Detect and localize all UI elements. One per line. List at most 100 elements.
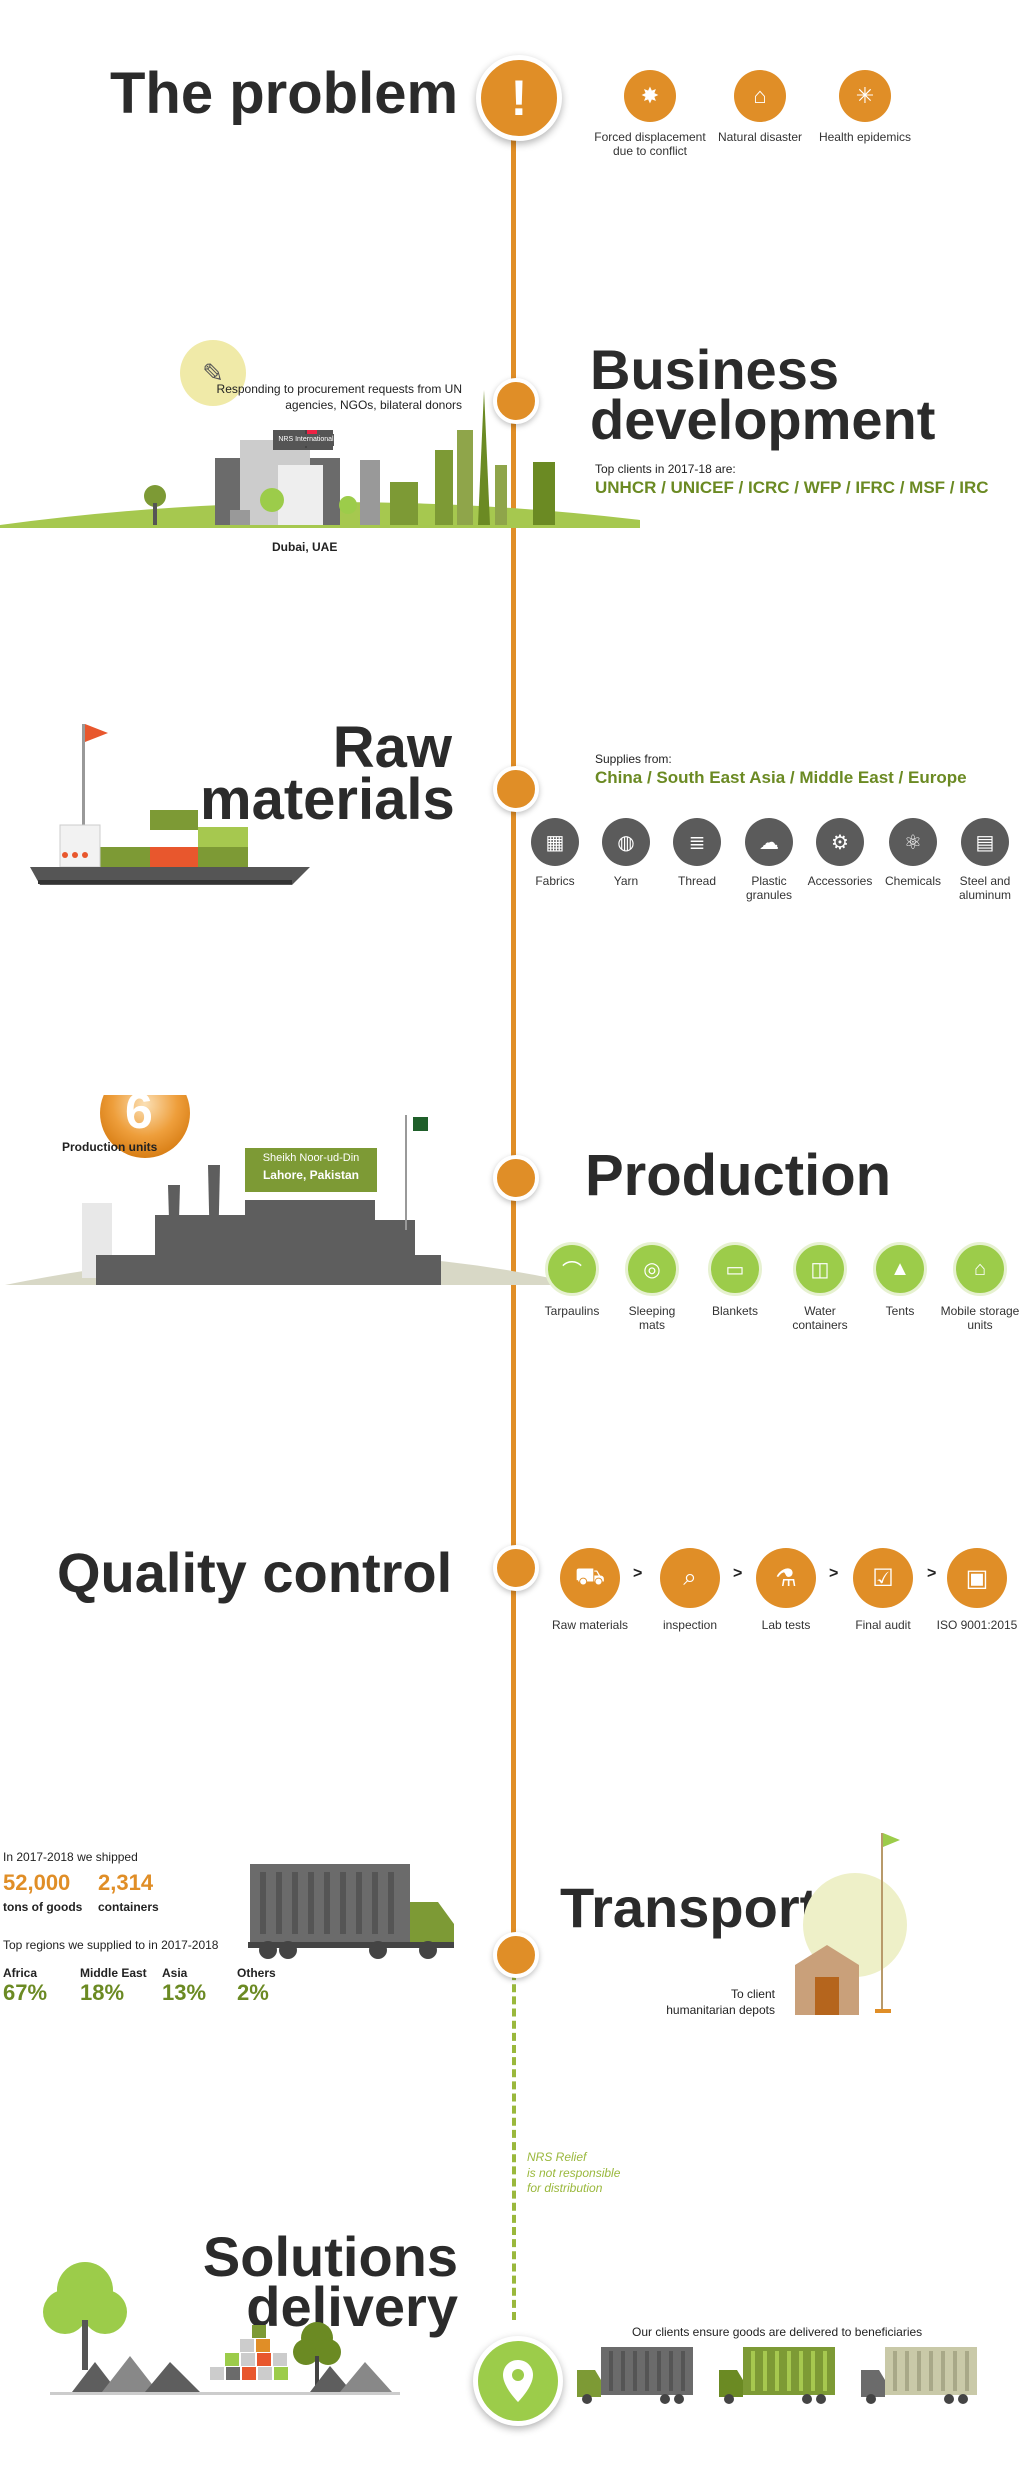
raw-item-yarn: ◍ Yarn bbox=[601, 818, 651, 888]
tent-icon: ▲ bbox=[873, 1242, 927, 1296]
timeline-node-business bbox=[493, 378, 539, 424]
quality-title: Quality control bbox=[57, 1541, 453, 1604]
region-name: Asia bbox=[162, 1966, 188, 1980]
raw-item-plastic: ☁ Plastic granules bbox=[737, 818, 801, 903]
transport-containers-value: 2,314 bbox=[98, 1870, 154, 1895]
production-item-water: ◫ Water containers bbox=[780, 1242, 860, 1333]
timeline-node-raw bbox=[493, 766, 539, 812]
chevron-right-icon: > bbox=[927, 1565, 937, 1582]
quality-step-label: inspection bbox=[662, 1618, 718, 1632]
problem-title: The problem bbox=[110, 61, 459, 126]
timeline-node-transport bbox=[493, 1932, 539, 1978]
problem-item-label: Forced displacement due to conflict bbox=[594, 130, 706, 159]
document-check-icon: ✎ bbox=[180, 340, 246, 406]
sleeping-mat-icon: ◎ bbox=[625, 1242, 679, 1296]
transport-depot-label: To client humanitarian depots bbox=[666, 1987, 775, 2017]
blanket-icon: ▭ bbox=[708, 1242, 762, 1296]
quality-step-lab: ⚗ Lab tests bbox=[741, 1548, 831, 1632]
raw-item-label: Plastic granules bbox=[745, 874, 793, 903]
quality-step-label: Lab tests bbox=[761, 1618, 811, 1632]
clipboard-icon: ☑ bbox=[853, 1548, 913, 1608]
yarn-icon: ◍ bbox=[602, 818, 650, 866]
production-item-tents: ▲ Tents bbox=[865, 1242, 935, 1318]
production-title: Production bbox=[585, 1143, 892, 1208]
business-title: Business development bbox=[590, 338, 936, 452]
location-pin-icon bbox=[473, 2336, 563, 2426]
quality-step-raw: ⛟ Raw materials bbox=[545, 1548, 635, 1632]
raw-item-steel: ▤ Steel and aluminum bbox=[950, 818, 1020, 903]
conflict-icon: ✸ bbox=[624, 70, 676, 122]
chevron-right-icon: > bbox=[733, 1565, 743, 1582]
granules-icon: ☁ bbox=[745, 818, 793, 866]
production-item-mats: ◎ Sleeping mats bbox=[617, 1242, 687, 1333]
delivery-trucks-illustration bbox=[577, 2347, 977, 2404]
raw-item-fabrics: ▦ Fabrics bbox=[530, 818, 580, 888]
timeline-line bbox=[511, 95, 516, 1952]
quality-step-inspection: ⌕ inspection bbox=[645, 1548, 735, 1632]
raw-item-chemicals: ⚛ Chemicals bbox=[878, 818, 948, 888]
gear-icon: ⚙ bbox=[816, 818, 864, 866]
thread-spool-icon: ≣ bbox=[673, 818, 721, 866]
camp-illustration bbox=[43, 2262, 400, 2395]
raw-supplies: China / South East Asia / Middle East / … bbox=[595, 768, 967, 787]
region-value: 2% bbox=[237, 1980, 269, 2005]
timeline-node-quality bbox=[493, 1545, 539, 1591]
storage-unit-icon: ⌂ bbox=[953, 1242, 1007, 1296]
transport-containers-label: containers bbox=[98, 1900, 159, 1914]
production-item-blankets: ▭ Blankets bbox=[700, 1242, 770, 1318]
region-name: Africa bbox=[3, 1966, 38, 1980]
raw-item-label: Steel and aluminum bbox=[958, 874, 1012, 903]
quality-step-iso: ▣ ISO 9001:2015 bbox=[930, 1548, 1024, 1632]
cargo-ship-illustration bbox=[30, 724, 310, 885]
house-flood-icon: ⌂ bbox=[734, 70, 786, 122]
business-clients-intro: Top clients in 2017-18 are: bbox=[595, 462, 736, 476]
raw-item-label: Fabrics bbox=[535, 874, 575, 888]
transport-tons-label: tons of goods bbox=[3, 1900, 83, 1914]
water-container-icon: ◫ bbox=[793, 1242, 847, 1296]
region-name: Others bbox=[237, 1966, 276, 1980]
tarpaulin-icon: ⌒ bbox=[545, 1242, 599, 1296]
problem-item-label: Health epidemics bbox=[818, 130, 912, 144]
business-note: Responding to procurement requests from … bbox=[216, 382, 462, 412]
raw-item-label: Accessories bbox=[807, 874, 873, 888]
problem-item-label: Natural disaster bbox=[717, 130, 803, 144]
raw-title: Raw materials bbox=[200, 715, 455, 833]
raw-supplies-intro: Supplies from: bbox=[595, 752, 672, 766]
quality-step-label: Final audit bbox=[855, 1618, 911, 1632]
cart-icon: ⛟ bbox=[560, 1548, 620, 1608]
production-item-tarpaulins: ⌒ Tarpaulins bbox=[537, 1242, 607, 1318]
quality-step-label: ISO 9001:2015 bbox=[936, 1618, 1018, 1632]
solutions-disclaimer: NRS Relief is not responsible for distri… bbox=[527, 2150, 621, 2196]
region-value: 67% bbox=[3, 1980, 48, 2005]
problem-item-epidemics: ✳ Health epidemics bbox=[815, 70, 915, 144]
mosquito-icon: ✳ bbox=[839, 70, 891, 122]
business-clients: UNHCR / UNICEF / ICRC / WFP / IFRC / MSF… bbox=[595, 478, 989, 497]
transport-shipped-intro: In 2017-2018 we shipped bbox=[3, 1850, 138, 1864]
production-item-label: Sleeping mats bbox=[628, 1304, 676, 1333]
region-name: Middle East bbox=[80, 1966, 147, 1980]
flask-icon: ⚗ bbox=[756, 1548, 816, 1608]
region-value: 18% bbox=[80, 1980, 125, 2005]
transport-title: Transport bbox=[560, 1876, 819, 1939]
chevron-right-icon: > bbox=[829, 1565, 839, 1582]
transport-regions-intro: Top regions we supplied to in 2017-2018 bbox=[3, 1938, 219, 1952]
solutions-clients-note: Our clients ensure goods are delivered t… bbox=[632, 2325, 923, 2339]
exclamation-icon: ! bbox=[476, 55, 562, 141]
production-item-label: Tarpaulins bbox=[544, 1304, 600, 1318]
chevron-right-icon: > bbox=[633, 1565, 643, 1582]
region-value: 13% bbox=[162, 1980, 207, 2005]
production-units-label: Production units bbox=[62, 1140, 158, 1154]
factory-illustration bbox=[5, 1095, 560, 1285]
solutions-title: Solutions delivery bbox=[202, 2225, 458, 2339]
problem-item-disaster: ⌂ Natural disaster bbox=[705, 70, 815, 144]
certificate-icon: ▣ bbox=[947, 1548, 1007, 1608]
steel-bars-icon: ▤ bbox=[961, 818, 1009, 866]
production-item-label: Blankets bbox=[711, 1304, 759, 1318]
timeline-dotted-line bbox=[512, 1960, 516, 2320]
business-location: Dubai, UAE bbox=[272, 540, 338, 554]
production-units-number: 6 bbox=[125, 1083, 153, 1139]
raw-item-label: Thread bbox=[677, 874, 717, 888]
raw-item-label: Yarn bbox=[613, 874, 639, 888]
molecule-icon: ⚛ bbox=[889, 818, 937, 866]
timeline-node-production bbox=[493, 1155, 539, 1201]
